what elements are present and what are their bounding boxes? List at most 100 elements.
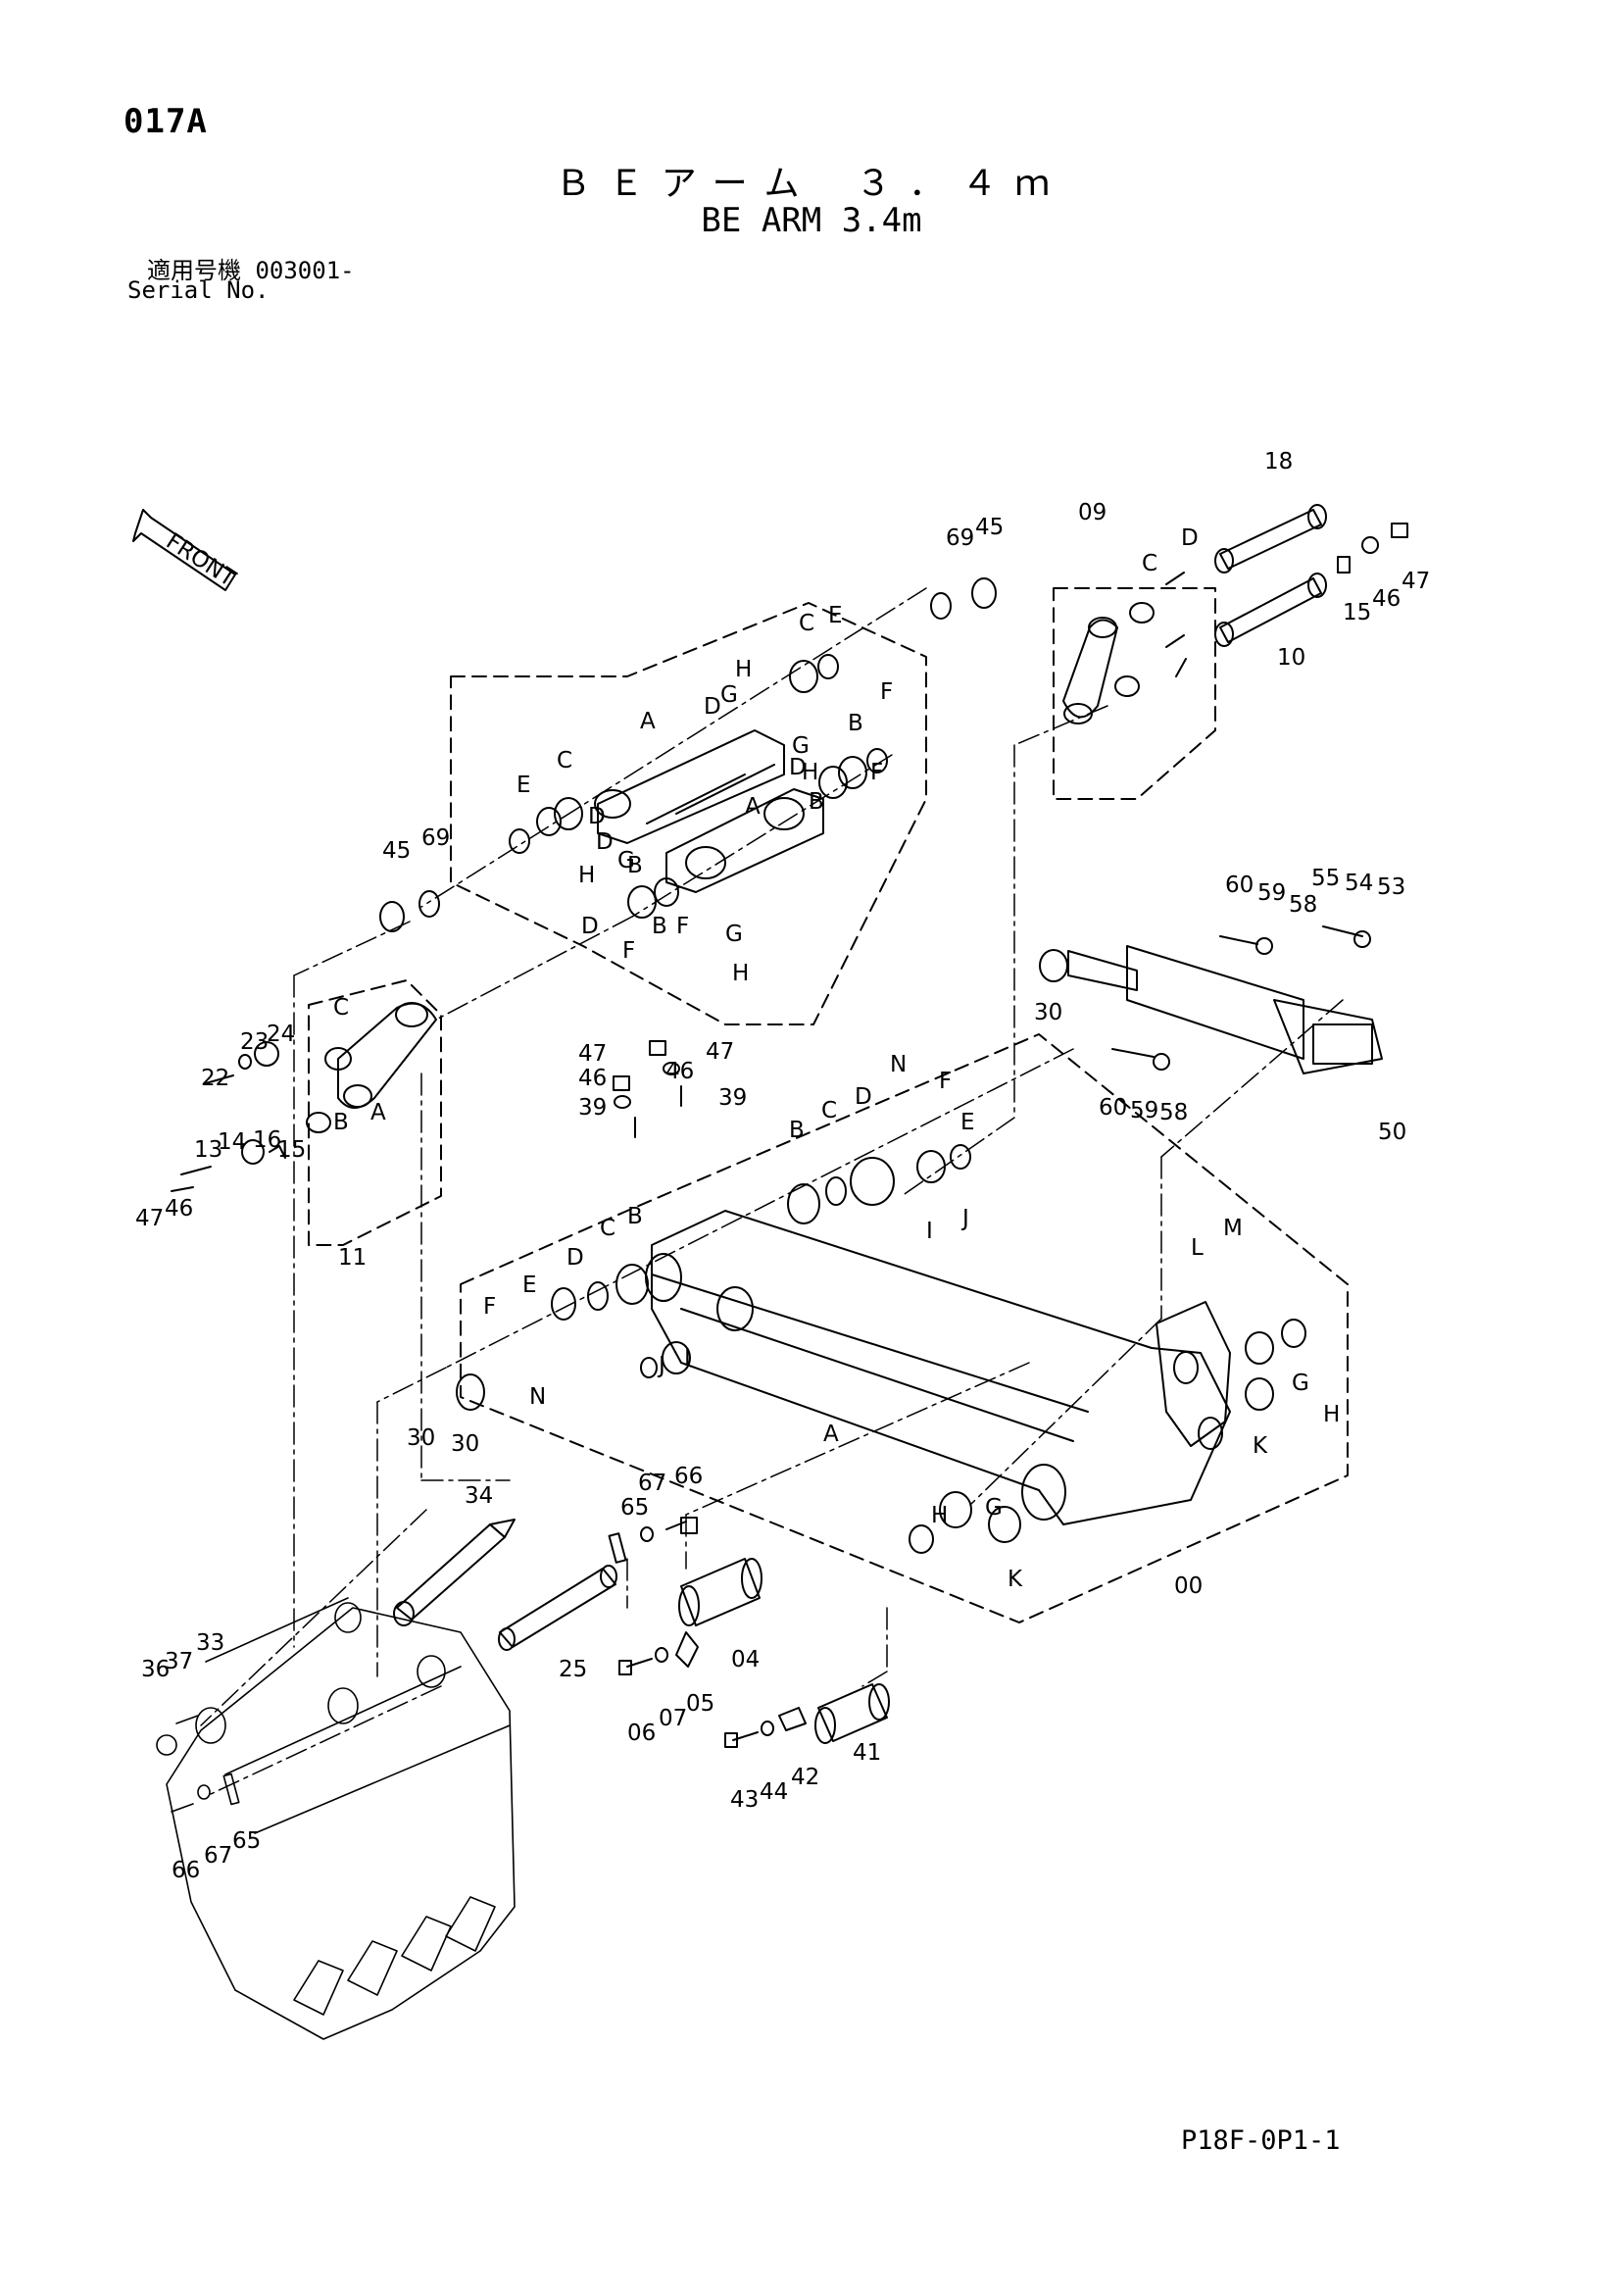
pin-25 xyxy=(498,1565,617,1651)
cylinder-50 xyxy=(1039,945,1383,1074)
callout-label: 69 xyxy=(946,525,974,551)
callout-label: D xyxy=(588,804,606,829)
callout-label: G xyxy=(725,922,743,947)
link-09 xyxy=(1062,572,1187,724)
front-label: FRONT xyxy=(162,528,241,592)
callout-label: A xyxy=(640,709,656,734)
callout-label: I xyxy=(926,1219,933,1244)
group-09-boundary xyxy=(1053,587,1216,800)
callout-label: D xyxy=(581,914,599,939)
lock-65-66-67 xyxy=(608,1517,698,1564)
callout-label: L xyxy=(1191,1235,1204,1261)
callout-label: 14 xyxy=(218,1129,246,1155)
callout-label: 53 xyxy=(1377,874,1405,900)
leader-lines xyxy=(200,587,1344,1795)
callout-label: 54 xyxy=(1345,871,1373,896)
pin-18 xyxy=(1214,504,1327,574)
callout-label: 59 xyxy=(1257,880,1286,906)
group-00-boundary xyxy=(460,1033,1349,1623)
callout-label: D xyxy=(596,829,614,855)
callout-label: 46 xyxy=(665,1059,694,1084)
callout-label: 07 xyxy=(659,1706,687,1731)
callout-label: 25 xyxy=(559,1657,587,1682)
callout-label: 44 xyxy=(760,1779,788,1805)
callout-label: B xyxy=(809,789,824,815)
callout-label: 10 xyxy=(1277,645,1305,671)
callout-label: H xyxy=(732,961,749,986)
callout-label: J xyxy=(960,1206,969,1231)
callout-label: K xyxy=(1008,1567,1023,1592)
callout-label: C xyxy=(600,1216,615,1241)
callout-label: 50 xyxy=(1378,1120,1406,1145)
callout-label: 60 xyxy=(1099,1095,1127,1121)
front-arrow-icon xyxy=(132,509,236,591)
callout-label: 67 xyxy=(638,1471,666,1496)
callout-label: E xyxy=(516,773,531,798)
callout-label: 04 xyxy=(731,1647,760,1672)
callout-label: B xyxy=(333,1110,349,1135)
callout-label: 33 xyxy=(196,1630,224,1656)
callout-label: F xyxy=(676,914,689,939)
callout-label: D xyxy=(566,1245,584,1271)
fasteners-05-06-07 xyxy=(618,1631,699,1675)
callout-label: F xyxy=(939,1069,952,1094)
callout-label: C xyxy=(799,611,814,636)
callout-label: 39 xyxy=(578,1095,607,1121)
callout-label: 11 xyxy=(338,1245,367,1271)
callout-label: 24 xyxy=(267,1022,295,1047)
fasteners-42-43-44 xyxy=(724,1707,807,1748)
grease-fittings xyxy=(613,1040,682,1138)
callout-label: 47 xyxy=(135,1206,164,1231)
page-code: 017A xyxy=(123,102,208,141)
callout-label: G xyxy=(985,1495,1003,1521)
callout-label: F xyxy=(880,679,893,705)
callout-label: 13 xyxy=(194,1137,222,1163)
callout-label: D xyxy=(855,1084,872,1110)
callout-label: H xyxy=(1323,1402,1340,1427)
callout-label: 30 xyxy=(451,1431,479,1457)
callout-label: I xyxy=(684,1345,691,1371)
link-19 xyxy=(509,654,888,919)
callout-label: 09 xyxy=(1078,500,1107,525)
callout-label: 42 xyxy=(791,1765,819,1790)
callout-label: 47 xyxy=(706,1039,734,1065)
callout-label: 58 xyxy=(1289,892,1317,918)
callout-label: B xyxy=(789,1118,805,1143)
callout-label: B xyxy=(627,1204,643,1229)
callout-label: 65 xyxy=(232,1828,261,1854)
callout-label: 66 xyxy=(674,1464,703,1489)
callout-label: 60 xyxy=(1225,873,1254,898)
callout-label: F xyxy=(870,760,883,785)
pin-04 xyxy=(678,1558,762,1626)
callout-label: 34 xyxy=(465,1483,493,1509)
callout-label: G xyxy=(1292,1371,1309,1396)
callout-label: B xyxy=(652,914,667,939)
arm-00 xyxy=(645,1210,1231,1525)
callout-label: 00 xyxy=(1174,1573,1203,1599)
callout-label: D xyxy=(789,755,807,780)
callout-label: G xyxy=(617,848,635,873)
callout-label: 06 xyxy=(627,1721,656,1746)
callout-label: 47 xyxy=(1402,569,1430,594)
callout-label: C xyxy=(557,748,572,774)
pin-41 xyxy=(814,1683,890,1744)
callout-label: 58 xyxy=(1159,1100,1188,1125)
callout-label: C xyxy=(821,1098,837,1123)
callout-label: 30 xyxy=(407,1425,435,1451)
callout-label: 45 xyxy=(382,838,411,864)
callout-label: B xyxy=(848,711,863,736)
callout-label: E xyxy=(960,1110,975,1135)
callout-label: D xyxy=(1181,525,1199,551)
callout-label: 65 xyxy=(620,1495,649,1521)
callout-label: 39 xyxy=(718,1085,747,1111)
callout-label: 46 xyxy=(578,1066,607,1091)
callout-label: 46 xyxy=(1372,586,1401,612)
pin-10 xyxy=(1214,573,1327,647)
callout-label: C xyxy=(1142,551,1157,576)
callout-label: 18 xyxy=(1264,449,1293,474)
callout-label: H xyxy=(802,760,818,785)
callout-label: 30 xyxy=(1034,1000,1062,1025)
callout-label: N xyxy=(890,1052,907,1077)
